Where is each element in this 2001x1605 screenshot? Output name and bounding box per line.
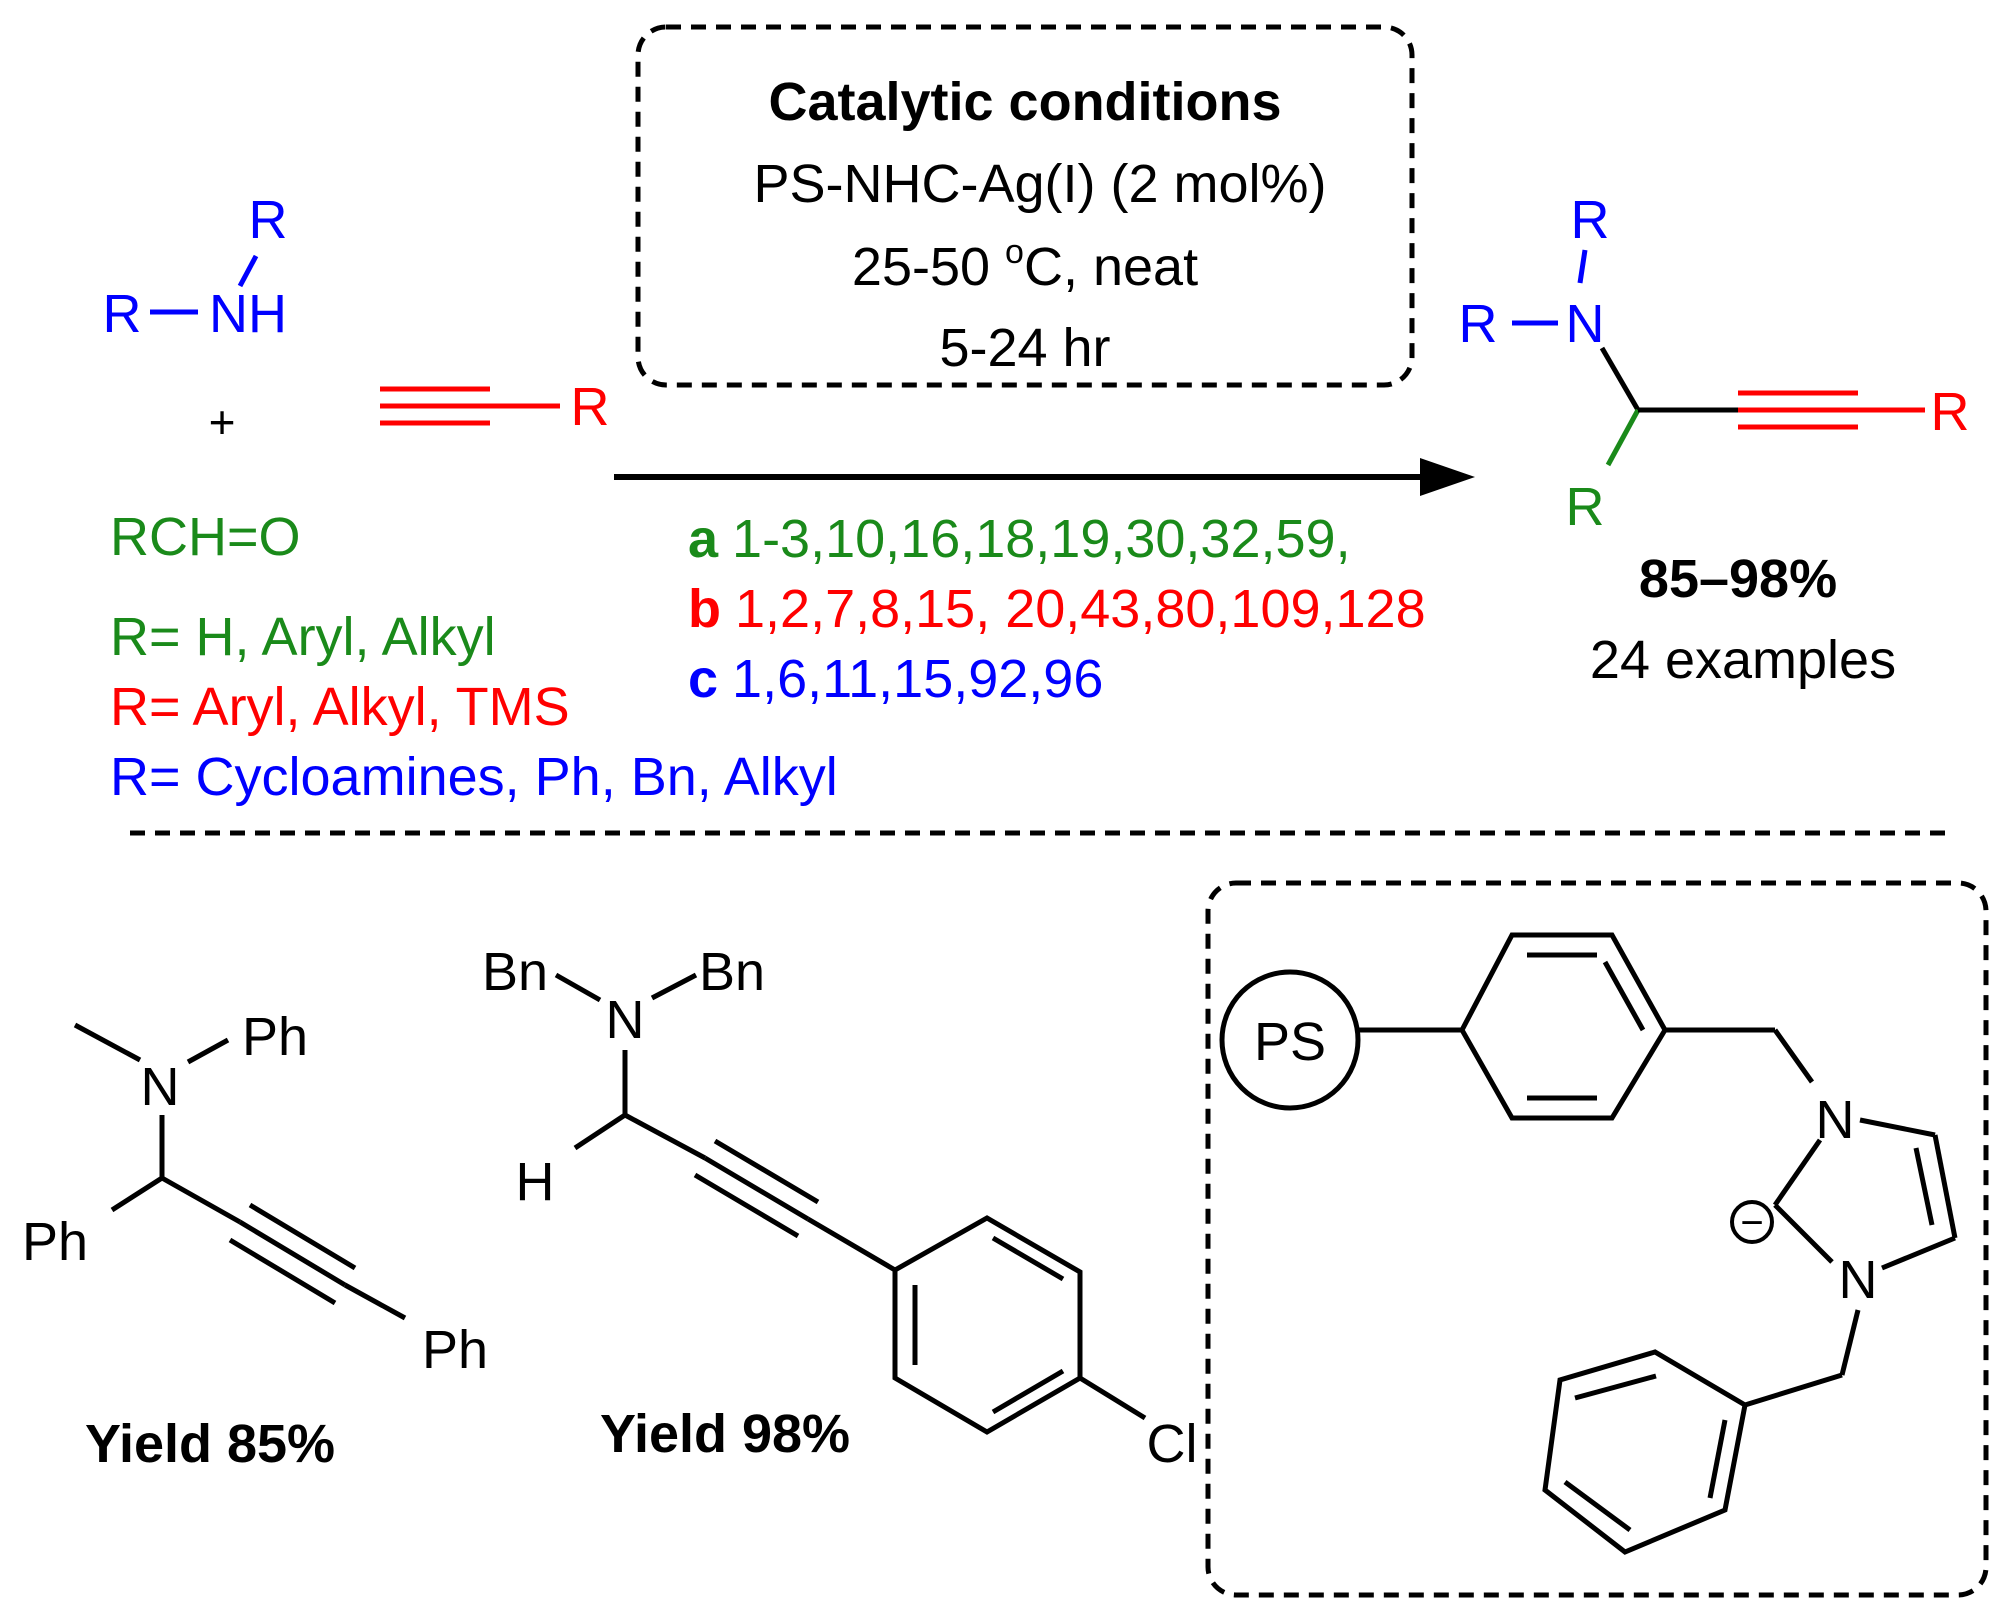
r-group-aldehyde: R= H, Aryl, Alkyl [110,607,496,667]
conditions-dashed-box [635,24,1415,388]
conditions-title: Catalytic conditions [768,72,1281,132]
example2-Cl: Cl [1147,1414,1198,1474]
example-product-2: Bn N Bn H Cl [482,942,1198,1474]
r-group-alkyne: R= Aryl, Alkyl, TMS [110,677,570,737]
propargylamine-product: R R N R R [1459,190,1970,537]
product-R-left: R [1459,294,1498,354]
example-product-1: N Ph Ph Ph [22,1007,488,1380]
conditions-catalyst: PS-NHC-Ag(I) (2 mol%) [753,154,1326,214]
carbene-charge-circle [1730,1200,1774,1244]
example1-yield: Yield 85% [85,1414,335,1474]
r-group-amine: R= Cycloamines, Ph, Bn, Alkyl [110,747,838,807]
example2-H: H [516,1152,555,1212]
catalyst-dashed-box [1205,880,1989,1598]
product-N: N [1566,294,1605,354]
amine-R-top: R [249,190,288,250]
example2-Bn-left: Bn [482,942,548,1002]
product-R-bottom: R [1566,477,1605,537]
example1-Ph-left: Ph [22,1212,88,1272]
yield-range: 85–98% [1639,549,1837,609]
conditions-temperature: 25-50 oC, neat [852,233,1198,297]
benzyl-linker-ring [1459,932,1668,1121]
conditions-time: 5-24 hr [939,318,1110,378]
arrow-head [1420,458,1475,496]
amine-NH: NH [209,284,287,344]
example1-Ph-right: Ph [422,1320,488,1380]
example1-Ph-top: Ph [242,1007,308,1067]
reaction-arrow [614,458,1475,496]
product-R-right: R [1931,382,1970,442]
amine-R-left: R [103,284,142,344]
example2-yield: Yield 98% [600,1404,850,1464]
plus-sign: + [209,396,236,448]
example2-Bn-right: Bn [699,942,765,1002]
imidazole-N-top: N [1816,1090,1855,1150]
chlorophenyl-ring [892,1215,1083,1435]
amine-reactant: R R NH [103,190,288,344]
alkyne-R: R [571,377,610,437]
catalyst-structure-panel: PS N N − [1205,880,1989,1598]
conditions-panel: Catalytic conditions PS-NHC-Ag(I) (2 mol… [635,24,1415,388]
example2-N: N [606,990,645,1050]
imidazole-N-bottom: N [1839,1250,1878,1310]
polystyrene-bead [1219,969,1361,1111]
example1-N: N [141,1057,180,1117]
examples-count: 24 examples [1590,630,1896,690]
carbene-charge: − [1740,1201,1763,1245]
aldehyde-formula: RCH=O [110,507,301,567]
benzyl-ring [1542,1349,1748,1555]
alkyne-reactant: R [380,377,610,437]
catalyst-PS: PS [1254,1012,1326,1072]
product-R-top: R [1571,190,1610,250]
